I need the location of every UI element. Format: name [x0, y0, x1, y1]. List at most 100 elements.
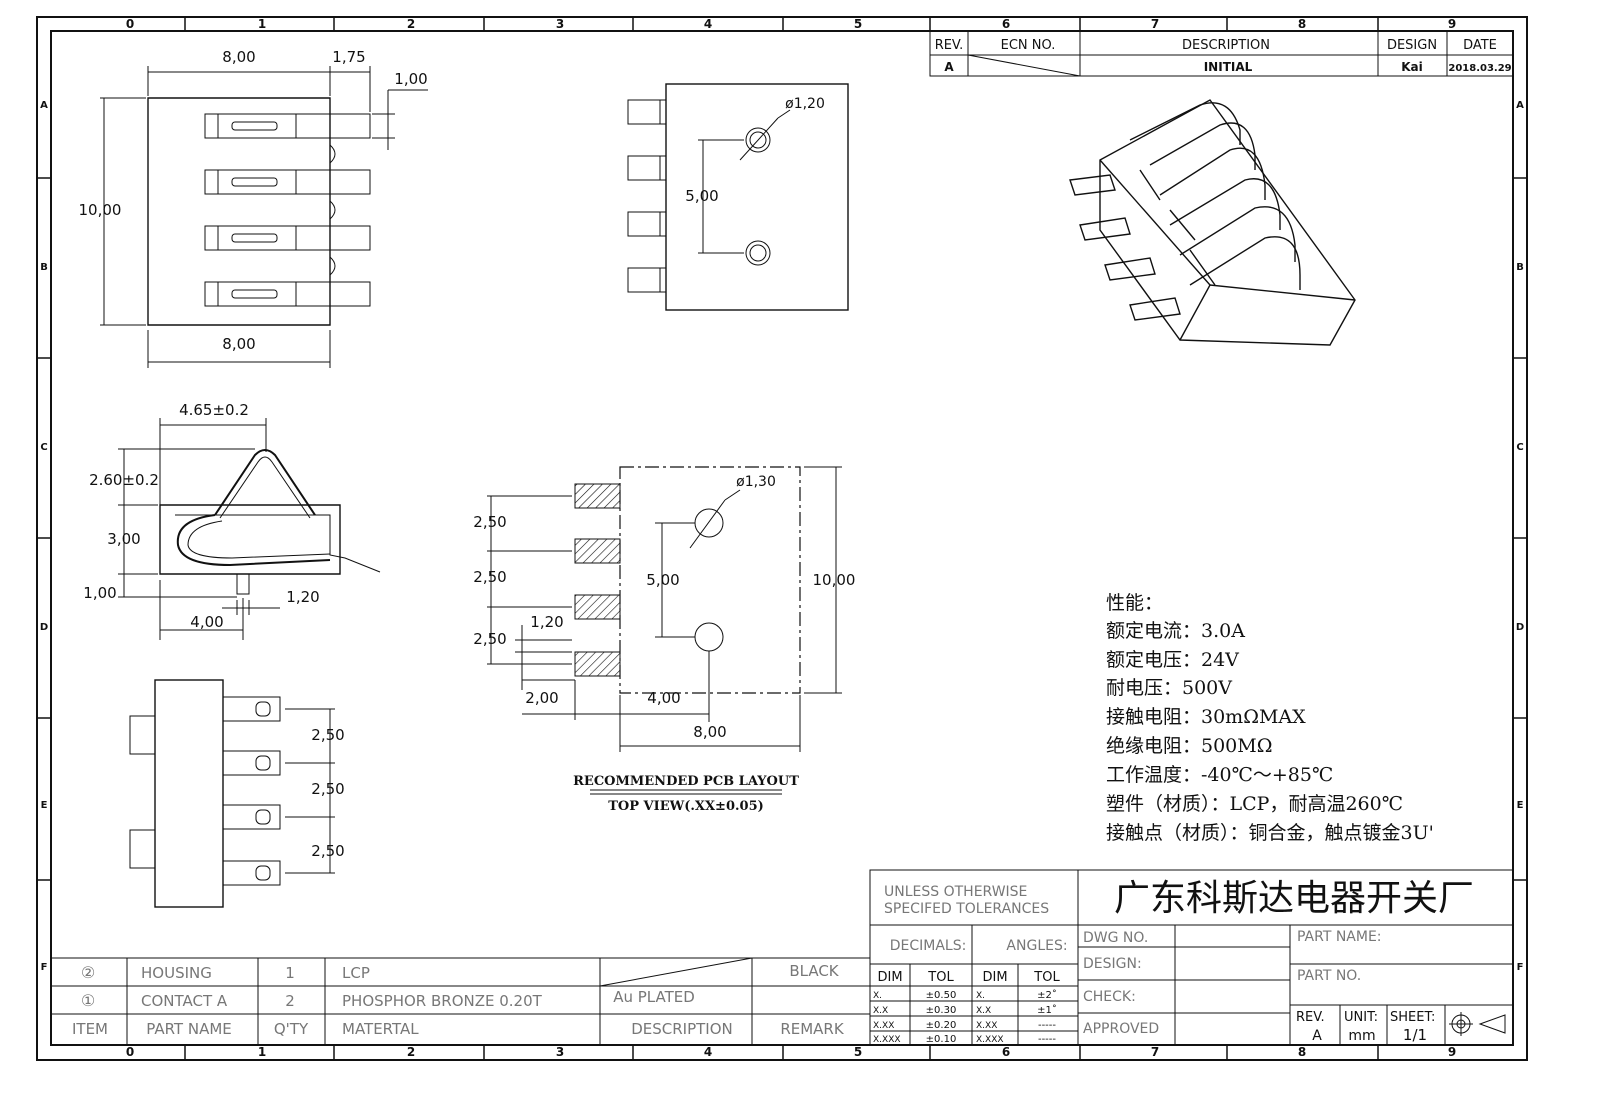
top-width-dim: 8,00	[222, 48, 255, 66]
bom-table: ② HOUSING 1 LCP BLACK ① CONTACT A 2 PHOS…	[51, 957, 870, 1045]
top-height-dim: 10,00	[79, 201, 122, 219]
zone-col-8-top: 8	[1298, 17, 1306, 31]
description-header: DESCRIPTION	[1182, 38, 1270, 53]
zone-row-e-left: E	[41, 800, 48, 811]
decimals-label: DECIMALS:	[890, 938, 967, 954]
zone-row-b-left: B	[40, 262, 48, 273]
specs-heading: 性能：	[1106, 592, 1163, 614]
decimal-dim: X.XX	[873, 1021, 894, 1031]
bom-header-material: MATERTAL	[342, 1020, 419, 1038]
pcb-hole-spacing: 5,00	[646, 571, 679, 589]
spec-line: 绝缘电阻：500MΩ	[1106, 735, 1272, 757]
zone-col-9-top: 9	[1448, 17, 1456, 31]
decimal-tol: ±0.50	[926, 990, 957, 1001]
zone-row-a-left: A	[40, 100, 48, 111]
decimal-dim: X.X	[873, 1006, 888, 1016]
bottom-view: ø1,20 5,00	[627, 83, 849, 311]
side-view: 4.65±0.2 2.60±0.2 3,00 1,00 4,00 1,20	[83, 401, 381, 640]
specs-block: 性能： 额定电流：3.0A 额定电压：24V 耐电压：500V 接触电阻：30m…	[1106, 592, 1434, 844]
angles-label: ANGLES:	[1006, 938, 1067, 954]
zone-row-f-left: F	[41, 962, 48, 973]
check-label: CHECK:	[1083, 989, 1136, 1005]
pcb-pad-pitch-3: 2,50	[473, 630, 506, 648]
rev-value: A	[1312, 1028, 1322, 1044]
zone-col-0-top: 0	[126, 17, 134, 31]
angle-dim: X.XXX	[976, 1035, 1004, 1045]
front-pitch-1: 2,50	[311, 726, 344, 744]
zone-row-a-right: A	[1516, 100, 1524, 111]
rev-value: A	[944, 60, 954, 74]
bom-row-material: PHOSPHOR BRONZE 0.20T	[342, 992, 543, 1010]
decimal-dim: X.XXX	[873, 1035, 901, 1045]
angle-tol: ±2˚	[1037, 989, 1057, 1001]
zone-col-6-bottom: 6	[1002, 1045, 1010, 1059]
zone-row-c-right: C	[1516, 442, 1523, 453]
bom-row-remark: BLACK	[789, 962, 839, 980]
angle-dim: X.X	[976, 1006, 991, 1016]
zone-grid: 0 1 2 3 4 5 6 7 8 9 0 1 2 3 4 5 6 7 8 9 …	[37, 17, 1527, 1060]
angle-tol: -----	[1038, 1020, 1056, 1031]
bom-row-qty: 1	[285, 964, 295, 982]
bom-header-part-name: PART NAME	[146, 1020, 232, 1038]
pcb-pad-pitch-1: 2,50	[473, 513, 506, 531]
spec-line: 额定电流：3.0A	[1106, 620, 1245, 642]
dim-header-decimal: DIM	[877, 970, 902, 985]
angle-dim: X.	[976, 991, 985, 1001]
bom-header-remark: REMARK	[780, 1020, 845, 1038]
zone-col-1-bottom: 1	[258, 1045, 266, 1059]
bom-row-description: Au PLATED	[613, 988, 695, 1006]
top-extra-dim: 1,75	[332, 48, 365, 66]
sheet-value: 1/1	[1403, 1026, 1427, 1044]
spec-line: 接触点（材质）：铜合金，触点镀金3U'	[1106, 822, 1434, 844]
spec-line: 工作温度：-40℃～+85℃	[1106, 764, 1333, 786]
zone-row-b-right: B	[1516, 262, 1524, 273]
side-contact-height: 2.60±0.2	[89, 471, 159, 489]
decimal-tol: ±0.30	[926, 1005, 957, 1016]
zone-row-c-left: C	[40, 442, 47, 453]
zone-row-d-right: D	[1516, 622, 1524, 633]
title-block: UNLESS OTHERWISE SPECIFED TOLERANCES 广东科…	[869, 869, 1514, 1046]
bom-row-item: ①	[81, 991, 95, 1010]
zone-row-f-right: F	[1517, 962, 1524, 973]
tol-header-decimal: TOL	[927, 970, 954, 985]
part-no-label: PART NO.	[1297, 968, 1361, 984]
zone-col-6-top: 6	[1002, 17, 1010, 31]
pcb-width: 8,00	[693, 723, 726, 741]
front-view: 2,50 2,50 2,50	[129, 679, 345, 908]
spec-line: 额定电压：24V	[1106, 649, 1239, 671]
bom-row-qty: 2	[285, 992, 295, 1010]
spec-line: 接触电阻：30mΩMAX	[1106, 706, 1306, 728]
bom-row-material: LCP	[342, 964, 370, 982]
pcb-height: 10,00	[813, 571, 856, 589]
rev-header: REV.	[935, 38, 964, 53]
side-contact-span: 4.65±0.2	[179, 401, 249, 419]
tolerance-heading-2: SPECIFED TOLERANCES	[884, 901, 1049, 917]
angle-dim: X.XX	[976, 1021, 997, 1031]
angle-tol: ±1˚	[1037, 1004, 1057, 1016]
tolerance-heading-1: UNLESS OTHERWISE	[884, 884, 1027, 900]
bom-row-part-name: HOUSING	[141, 964, 212, 982]
pcb-hole-offset: 4,00	[647, 689, 680, 707]
zone-col-7-top: 7	[1151, 17, 1159, 31]
pcb-pad-pitch-2: 2,50	[473, 568, 506, 586]
rev-date-value: 2018.03.29	[1448, 63, 1511, 74]
zone-col-8-bottom: 8	[1298, 1045, 1306, 1059]
decimal-tol: ±0.20	[926, 1020, 957, 1031]
approved-label: APPROVED	[1083, 1021, 1159, 1037]
tol-header-angle: TOL	[1033, 970, 1060, 985]
side-post-offset: 4,00	[190, 613, 223, 631]
side-post-dia: 1,20	[286, 588, 319, 606]
zone-col-4-top: 4	[704, 17, 712, 31]
bom-header-description: DESCRIPTION	[631, 1020, 733, 1038]
zone-col-3-top: 3	[556, 17, 564, 31]
bottom-hole-spacing: 5,00	[685, 187, 718, 205]
pcb-layout: ø1,30 5,00 10,00 2,50 2,50 2,50 1,20 2,0…	[473, 466, 856, 814]
projection-symbol-icon	[1449, 1012, 1506, 1036]
front-pitch-3: 2,50	[311, 842, 344, 860]
zone-col-9-bottom: 9	[1448, 1045, 1456, 1059]
spec-line: 耐电压：500V	[1106, 677, 1232, 699]
unit-value: mm	[1348, 1028, 1375, 1044]
zone-row-d-left: D	[40, 622, 48, 633]
top-view: 8,00 1,75 1,00 10,00 8,00	[79, 48, 428, 368]
